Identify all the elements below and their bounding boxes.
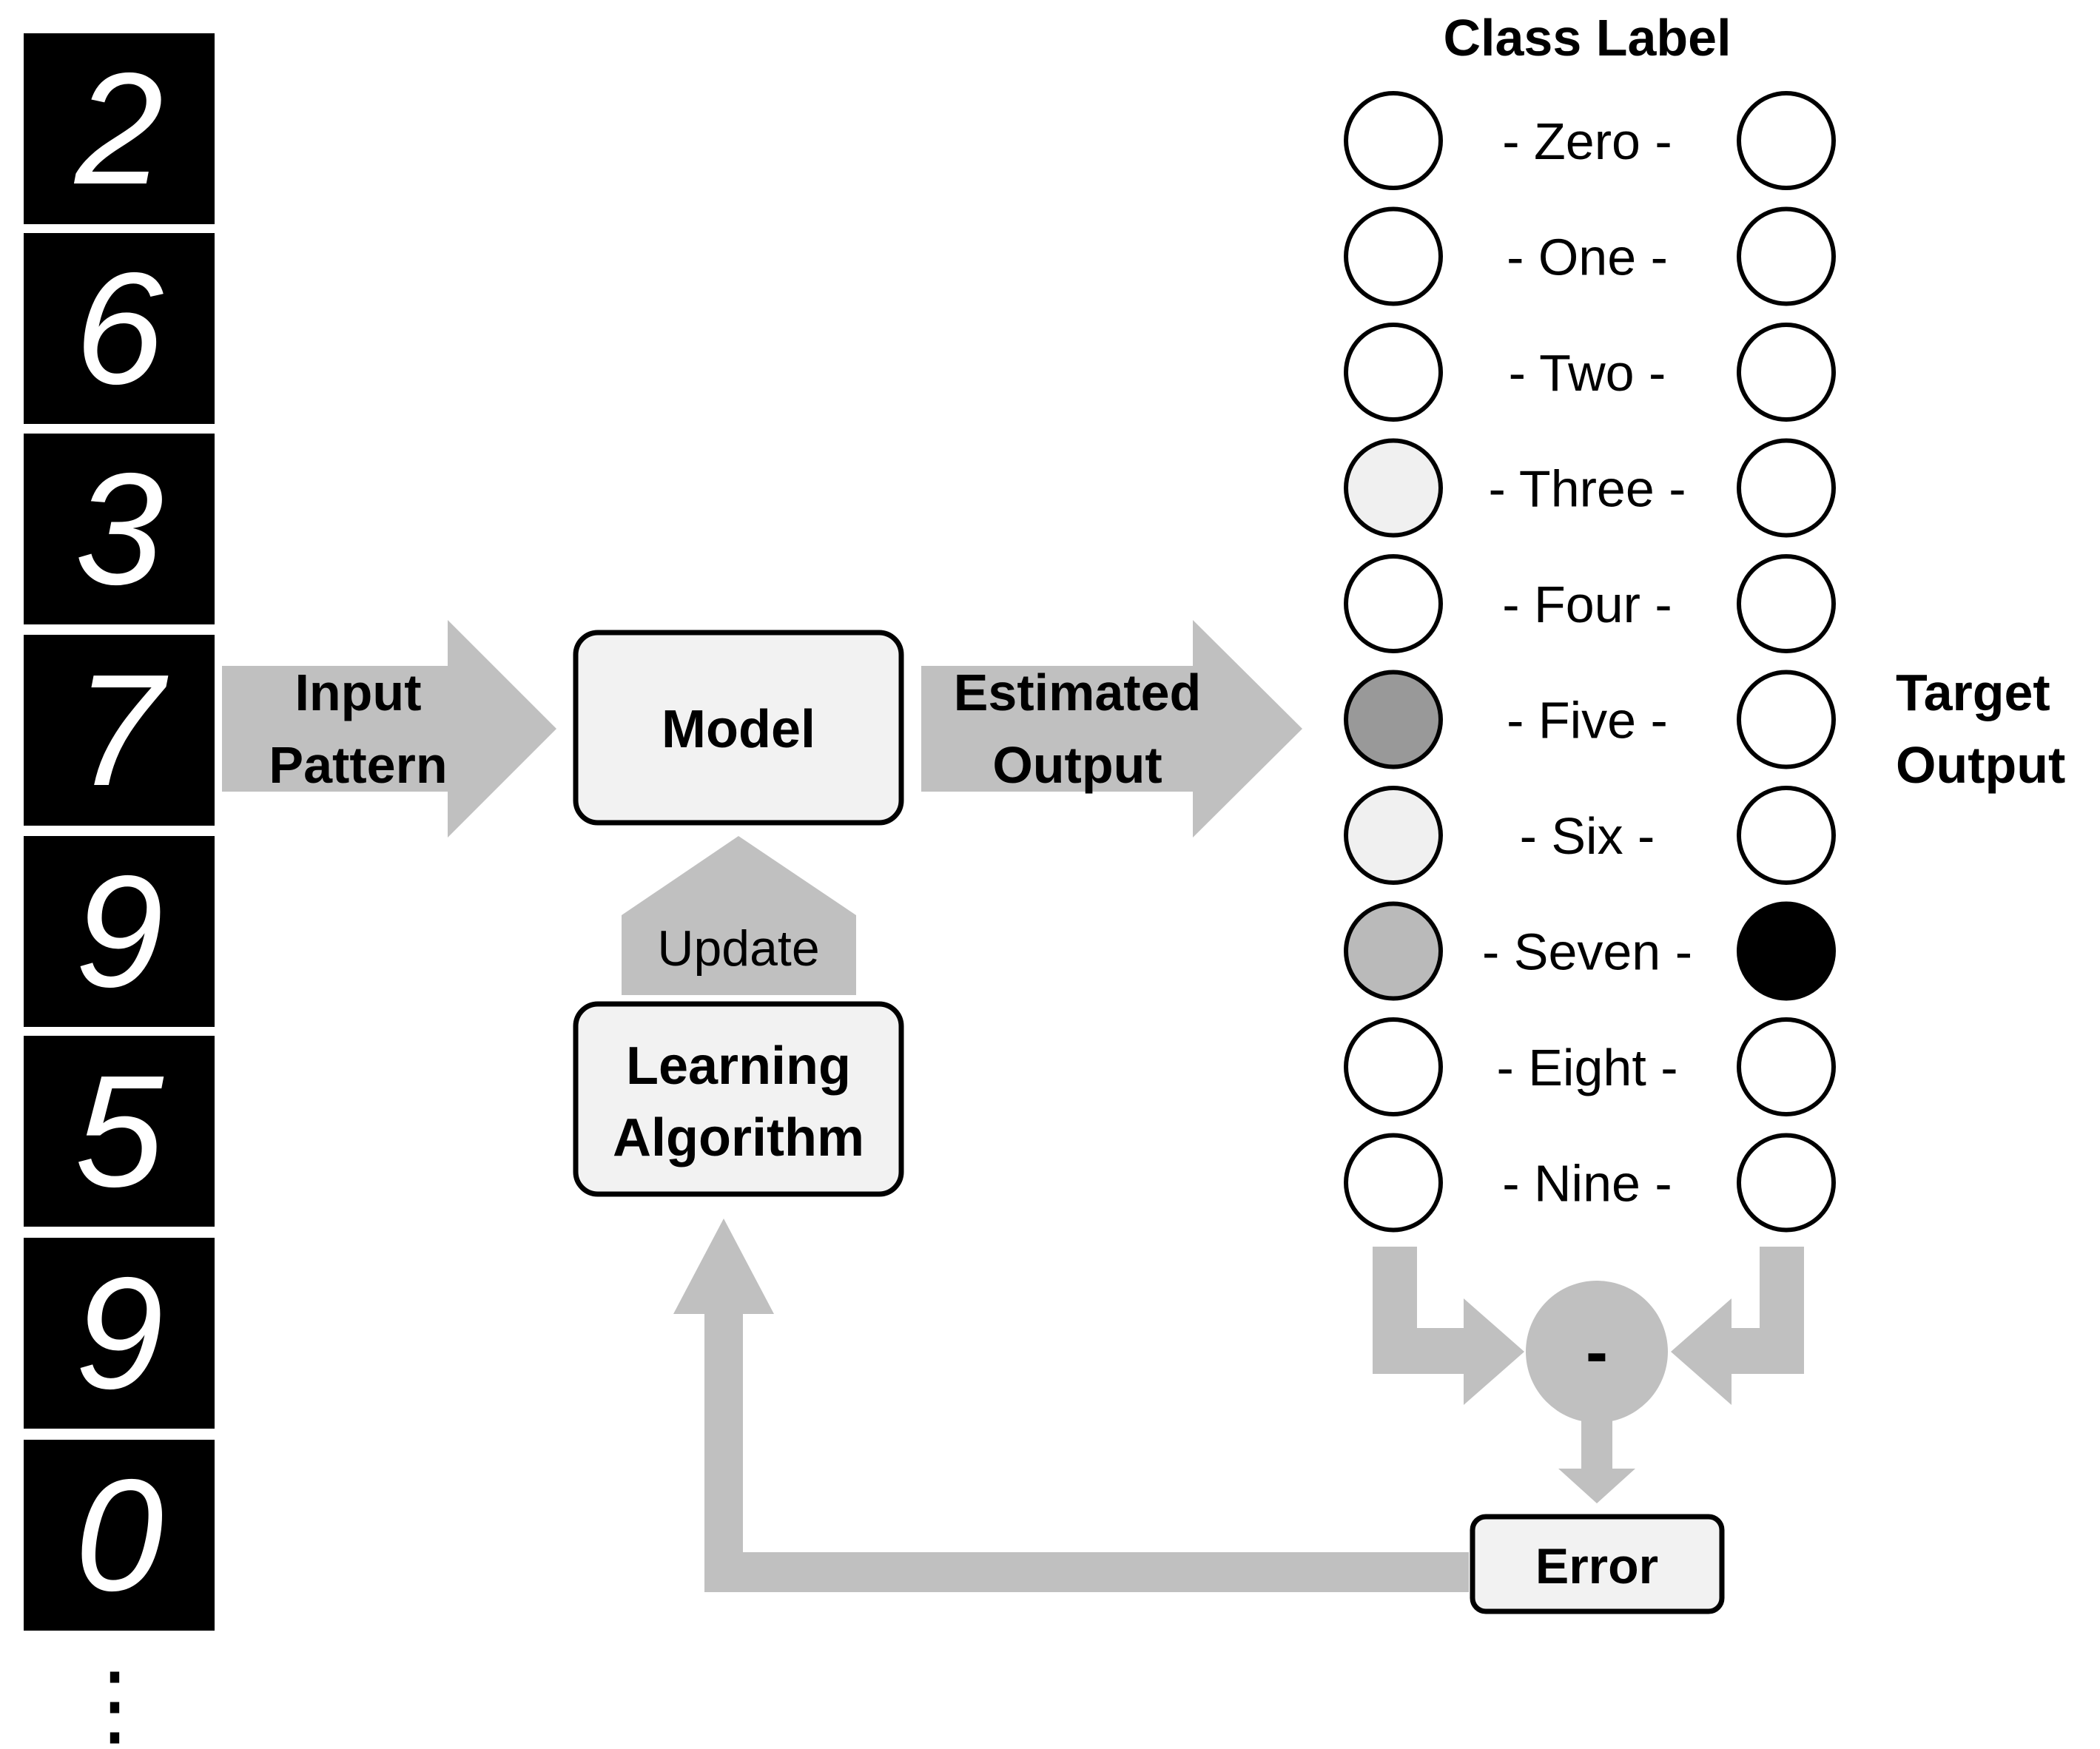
class-label: - Two - [1509,344,1666,402]
digit-tile [24,434,215,624]
target-output-node [1737,91,1836,190]
estimated-output-node [1344,206,1443,306]
class-label: - Eight - [1496,1039,1677,1096]
estimated-output-node [1344,91,1443,190]
update-arrow-shape [622,836,856,995]
class-rows: - Zero - - One - - Two - - Three - - Four - -… [1344,91,1836,1233]
class-label: - Nine - [1502,1155,1672,1213]
target-output-node [1737,554,1836,653]
target-output-node [1737,786,1836,885]
estimated-arrow-shape [921,620,1302,838]
estimated-output-arrow: Estimated Output [921,620,1302,838]
class-row: - Nine - [1344,1133,1836,1233]
digit-tile [24,635,215,826]
target-label-line: Output [1896,736,2065,794]
digit-tile [24,1036,215,1227]
class-row: - Two - [1344,323,1836,422]
digit-strip: 2 6 3 7 9 5 9 0 ⋮ [24,33,215,1749]
estimated-arrow-label: Estimated [954,664,1202,721]
feedback-arrow [673,1219,1469,1592]
feedback-arrow-shape [673,1219,1469,1592]
target-output-label: Target Output [1896,664,2065,794]
digit-label: 5 [75,1042,164,1220]
digit-label: 7 [75,641,169,819]
continuation-dots: ⋮ [70,1655,159,1749]
update-arrow: Update [622,836,856,995]
digit-label: 6 [75,239,164,417]
class-label: - Six - [1520,807,1655,865]
learning-box-shape [573,1001,904,1197]
error-box-shape [1470,1514,1725,1614]
estimated-arrow-label: Output [992,736,1162,794]
learning-label: Learning [626,1037,851,1096]
target-output-node [1737,206,1836,306]
error-box: Error [1470,1514,1725,1614]
class-row: - One - [1344,206,1836,306]
input-arrow-shape [222,620,556,838]
estimated-output-node [1344,1133,1443,1233]
estimated-output-node [1344,438,1443,538]
subtraction-node [1526,1281,1668,1423]
target-output-node [1737,670,1836,769]
down-error-arrow [1558,1419,1635,1503]
estimated-output-node [1344,323,1443,422]
input-pattern-arrow: Input Pattern [222,620,556,838]
class-label: - Three - [1488,460,1686,518]
learning-algorithm-box: Learning Algorithm [573,1001,904,1197]
digit-tile [24,233,215,424]
digit-label: 3 [75,439,164,618]
class-row: - Three - [1344,438,1836,538]
estimated-output-node [1344,901,1443,1001]
model-box-shape [573,630,904,826]
estimated-output-node [1344,786,1443,885]
class-label: - Seven - [1482,923,1692,981]
digit-tile [24,1440,215,1631]
class-label: - Four - [1502,576,1672,633]
target-output-node [1737,438,1836,538]
input-arrow-label: Input [295,664,421,721]
digit-label: 9 [75,1244,164,1422]
class-label: - Zero - [1502,112,1672,170]
target-output-node [1737,1017,1836,1116]
left-merge-arrow [1373,1247,1524,1405]
digit-label: 2 [73,39,164,218]
digit-tile [24,836,215,1027]
target-output-node [1737,1133,1836,1233]
class-label: - Five - [1507,692,1668,749]
subtraction-symbol: - [1586,1315,1608,1389]
digit-tile [24,1238,215,1429]
model-label: Model [662,700,815,759]
class-row: - Five - [1344,670,1836,769]
class-row: - Eight - [1344,1017,1836,1116]
digit-tile [24,33,215,224]
target-label-line: Target [1896,664,2050,721]
class-row: - Seven - [1344,901,1836,1001]
learning-label: Algorithm [613,1108,864,1167]
class-row: - Four - [1344,554,1836,653]
class-row: - Six - [1344,786,1836,885]
estimated-output-node [1344,554,1443,653]
estimated-output-node [1344,1017,1443,1116]
digit-label: 9 [75,842,164,1020]
class-label: - One - [1507,229,1668,286]
right-merge-arrow [1671,1247,1804,1405]
estimated-output-node [1344,670,1443,769]
subtraction-section: - [1373,1247,1804,1503]
class-row: - Zero - [1344,91,1836,190]
target-output-node [1737,323,1836,422]
error-label: Error [1535,1538,1658,1594]
update-arrow-label: Update [657,920,819,977]
target-output-node [1737,901,1836,1001]
digit-label: 0 [75,1446,164,1624]
model-box: Model [573,630,904,826]
class-label-title: Class Label [1443,9,1731,67]
input-arrow-label: Pattern [269,736,447,794]
